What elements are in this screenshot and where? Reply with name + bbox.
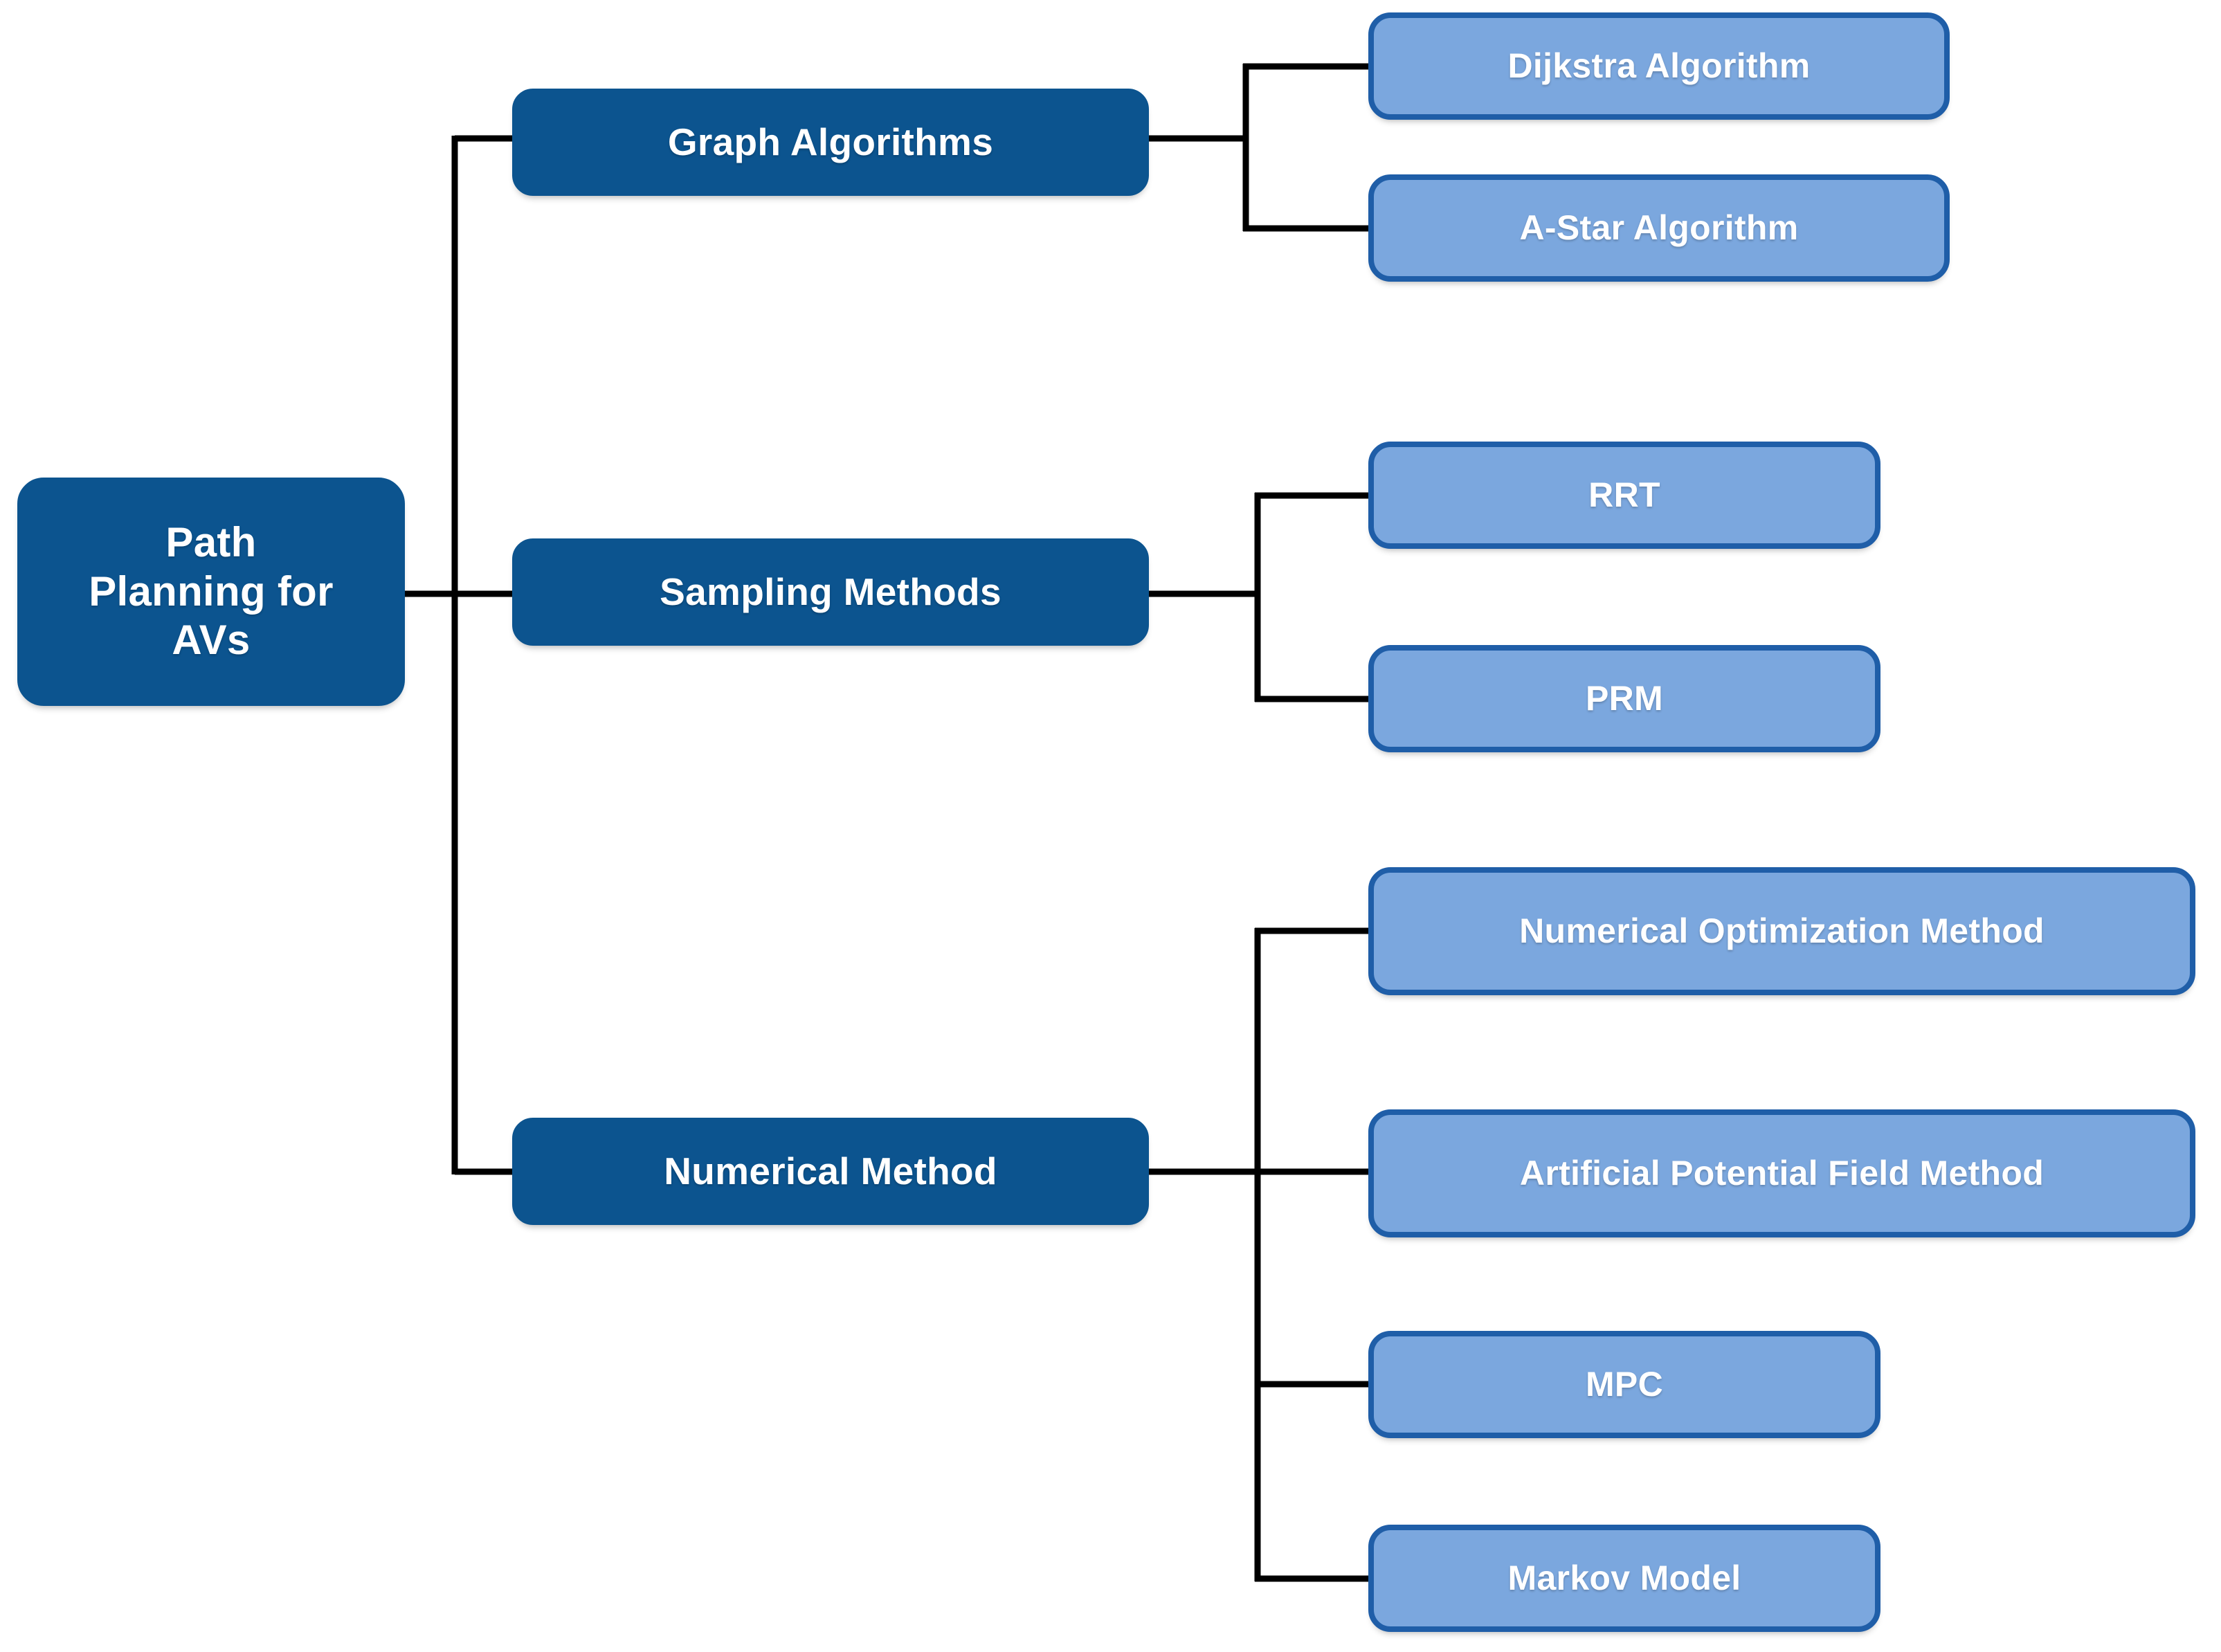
node-label: A-Star Algorithm — [1519, 208, 1799, 247]
node-mpc[interactable]: MPC — [1368, 1331, 1880, 1438]
node-label: Graph Algorithms — [667, 120, 994, 164]
node-label: Markov Model — [1507, 1559, 1741, 1597]
node-numerical-method[interactable]: Numerical Method — [512, 1118, 1149, 1225]
node-artificial-potential-field-method[interactable]: Artificial Potential Field Method — [1368, 1109, 2195, 1237]
node-sampling-methods[interactable]: Sampling Methods — [512, 538, 1149, 646]
node-label: Artificial Potential Field Method — [1519, 1154, 2045, 1192]
node-numerical-optimization-method[interactable]: Numerical Optimization Method — [1368, 867, 2195, 995]
node-label: PRM — [1585, 679, 1663, 718]
node-markov-model[interactable]: Markov Model — [1368, 1525, 1880, 1632]
node-label: Path Planning for AVs — [89, 518, 334, 664]
node-label: Numerical Optimization Method — [1519, 911, 2045, 950]
node-rrt[interactable]: RRT — [1368, 442, 1880, 549]
node-label: Dijkstra Algorithm — [1507, 46, 1811, 85]
node-label: RRT — [1588, 475, 1660, 514]
node-prm[interactable]: PRM — [1368, 645, 1880, 752]
node-label: Numerical Method — [664, 1150, 997, 1193]
node-a-star-algorithm[interactable]: A-Star Algorithm — [1368, 174, 1950, 282]
node-dijkstra-algorithm[interactable]: Dijkstra Algorithm — [1368, 12, 1950, 120]
node-label: Sampling Methods — [660, 570, 1001, 614]
node-label: MPC — [1585, 1365, 1663, 1404]
node-graph-algorithms[interactable]: Graph Algorithms — [512, 89, 1149, 196]
node-path-planning-for-avs[interactable]: Path Planning for AVs — [17, 478, 405, 706]
